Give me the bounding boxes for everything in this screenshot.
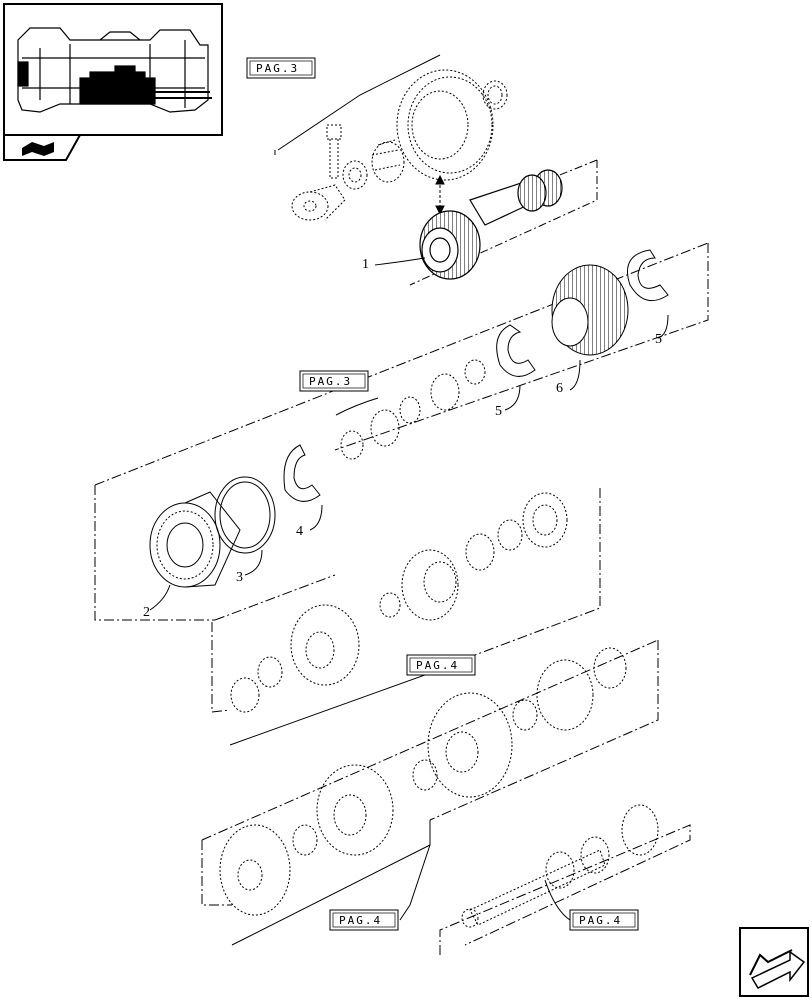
section-top xyxy=(274,54,598,286)
pag-ref-text: PAG.4 xyxy=(339,914,382,927)
bearing-2 xyxy=(149,491,241,588)
pag-ref-pag3-mid[interactable]: PAG.3 xyxy=(299,370,369,392)
washer-dotted xyxy=(342,160,368,190)
pag-ref-pag4-bottom-left[interactable]: PAG.4 xyxy=(329,909,399,931)
ring-3 xyxy=(214,476,276,554)
callout-5a: 5 xyxy=(495,404,502,419)
next-page-arrow-icon[interactable] xyxy=(739,927,809,997)
callout-5b: 5 xyxy=(655,332,662,347)
dotted-parts-row4 xyxy=(219,647,627,916)
gear-large-dotted xyxy=(396,69,494,181)
gear-6 xyxy=(551,264,629,356)
circlip-4 xyxy=(283,444,321,502)
pag-ref-pag4-mid[interactable]: PAG.4 xyxy=(406,654,476,676)
callout-4: 4 xyxy=(296,524,303,539)
pag-ref-text: PAG.3 xyxy=(256,62,299,75)
pag-ref-text: PAG.3 xyxy=(309,375,352,388)
ring-small-dotted xyxy=(482,80,508,110)
dotted-parts-row3 xyxy=(230,492,568,713)
callout-6: 6 xyxy=(556,381,563,396)
callout-3: 3 xyxy=(236,570,243,585)
callout-2: 2 xyxy=(143,605,150,620)
pag-ref-text: PAG.4 xyxy=(579,914,622,927)
pag-ref-text: PAG.4 xyxy=(416,659,459,672)
section-lower xyxy=(201,639,691,955)
dotted-parts-middle xyxy=(340,359,486,460)
pag-ref-pag3-top[interactable]: PAG.3 xyxy=(246,57,316,79)
gearbox-section-thumbnail-icon xyxy=(17,27,212,113)
bearing-needle-dotted xyxy=(371,139,405,183)
book-reference-icon[interactable] xyxy=(3,134,82,161)
circlip-right xyxy=(627,249,669,302)
pag-ref-pag4-bottom-right[interactable]: PAG.4 xyxy=(569,909,639,931)
circlip-5 xyxy=(496,324,536,377)
callout-1: 1 xyxy=(362,257,369,272)
pinion-shaft xyxy=(419,169,563,280)
thumbnail-panel[interactable] xyxy=(3,3,223,136)
input-shaft-dotted xyxy=(461,804,659,928)
section-lower-middle xyxy=(211,488,601,746)
section-middle xyxy=(94,242,709,621)
bolt-dotted xyxy=(291,124,346,221)
